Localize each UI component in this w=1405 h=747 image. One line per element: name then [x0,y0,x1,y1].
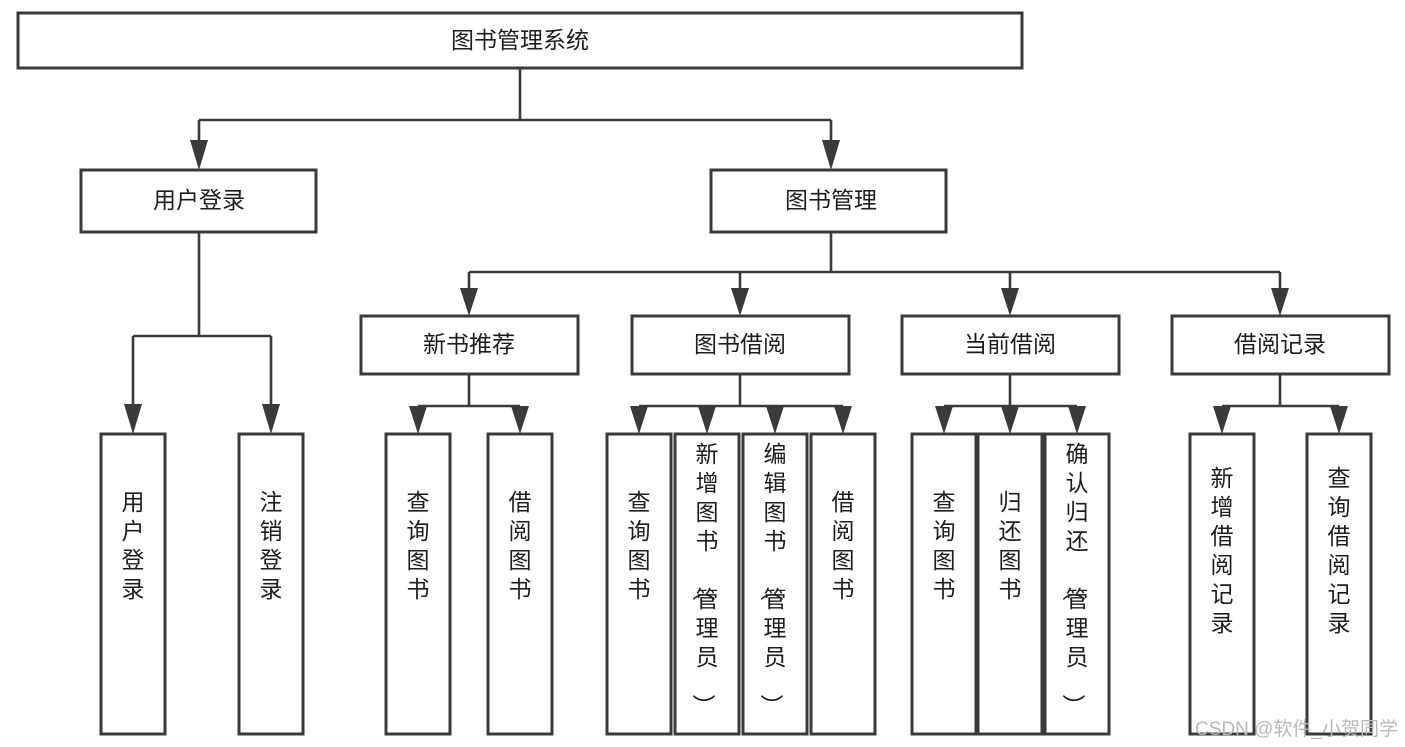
node-leaf-query-book-3[interactable]: 查询图书 [910,432,978,736]
arrowhead-leaf-query-record [1330,406,1348,434]
arrowhead-leaf-logout-login [262,404,280,434]
node-book-borrow-box[interactable] [630,314,851,376]
node-book-manage-label: 图书管理 [785,187,877,213]
node-leaf-query-record-box[interactable] [1305,432,1373,736]
node-new-book-rec[interactable]: 新书推荐 [359,314,580,376]
node-leaf-logout-login-box[interactable] [237,432,305,736]
node-book-manage-box[interactable] [709,168,948,234]
node-leaf-add-record-box[interactable] [1188,432,1256,736]
csdn-watermark: CSDN @软件_小贺同学 [1195,718,1398,740]
node-leaf-borrow-book-2-box[interactable] [809,432,877,736]
node-leaf-add-record-label: 新增借阅记录 [1211,465,1234,636]
node-leaf-borrow-book-2[interactable]: 借阅图书 [809,432,877,736]
arrowhead-current-borrow [1001,288,1019,316]
node-leaf-query-book-2-label: 查询图书 [628,489,651,602]
node-leaf-borrow-book-2-label: 借阅图书 [832,489,855,602]
arrowhead-borrow-record [1271,288,1289,316]
node-leaf-borrow-book-1-label: 借阅图书 [509,489,532,602]
arrowhead-book-borrow [731,288,749,316]
arrowhead-leaf-add-book [698,406,716,434]
node-leaf-query-book-3-box[interactable] [910,432,978,736]
node-leaf-user-login-label: 用户登录 [122,489,145,602]
arrowhead-user-login [190,140,208,170]
arrowhead-leaf-return-book [1001,406,1019,434]
node-leaf-return-book[interactable]: 归还图书 [976,432,1044,736]
arrowhead-leaf-confirm-return [1068,406,1086,434]
node-leaf-confirm-return[interactable]: 确认归还（管理员） [1043,432,1111,736]
node-leaf-add-book-box[interactable] [673,432,741,736]
edges-layer [124,68,1348,434]
node-leaf-query-book-3-label: 查询图书 [933,489,956,602]
node-user-login-label: 用户登录 [153,187,245,213]
node-leaf-edit-book[interactable]: 编辑图书（管理员） [741,432,809,736]
node-leaf-add-record[interactable]: 新增借阅记录 [1188,432,1256,736]
arrowhead-leaf-edit-book [766,406,784,434]
arrowhead-new-book-rec [460,288,478,316]
arrowhead-leaf-add-record [1213,406,1231,434]
node-leaf-edit-book-box[interactable] [741,432,809,736]
node-leaf-query-book-1-box[interactable] [384,432,452,736]
node-leaf-user-login-box[interactable] [99,432,167,736]
node-leaf-add-book[interactable]: 新增图书（管理员） [673,432,741,736]
node-leaf-edit-book-label: 编辑图书（管理员） [759,441,787,717]
arrowhead-leaf-borrow-book-1 [511,406,529,434]
node-current-borrow-label: 当前借阅 [964,331,1056,357]
arrowhead-leaf-query-book-1 [409,406,427,434]
node-leaf-borrow-book-1-box[interactable] [486,432,554,736]
node-root[interactable]: 图书管理系统 [16,11,1024,70]
node-leaf-logout-login[interactable]: 注销登录 [237,432,305,736]
node-leaf-confirm-return-box[interactable] [1043,432,1111,736]
node-leaf-confirm-return-label: 确认归还（管理员） [1061,441,1089,717]
node-borrow-record[interactable]: 借阅记录 [1170,314,1391,376]
node-leaf-return-book-box[interactable] [976,432,1044,736]
node-book-manage[interactable]: 图书管理 [709,168,948,234]
arrowhead-book-manage [822,140,840,170]
node-book-borrow-label: 图书借阅 [694,331,786,357]
node-leaf-query-book-2[interactable]: 查询图书 [605,432,673,736]
node-leaf-borrow-book-1[interactable]: 借阅图书 [486,432,554,736]
node-leaf-user-login[interactable]: 用户登录 [99,432,167,736]
arrowhead-leaf-query-book-2 [630,406,648,434]
node-leaf-query-book-2-box[interactable] [605,432,673,736]
node-leaf-return-book-label: 归还图书 [999,489,1022,602]
node-book-borrow[interactable]: 图书借阅 [630,314,851,376]
node-borrow-record-box[interactable] [1170,314,1391,376]
node-current-borrow-box[interactable] [900,314,1121,376]
node-root-box[interactable] [16,11,1024,70]
node-leaf-add-book-label: 新增图书（管理员） [691,441,719,717]
node-leaf-query-record-label: 查询借阅记录 [1328,465,1351,636]
node-user-login[interactable]: 用户登录 [79,168,318,234]
node-leaf-query-record[interactable]: 查询借阅记录 [1305,432,1373,736]
arrowhead-leaf-borrow-book-2 [834,406,852,434]
node-borrow-record-label: 借阅记录 [1234,331,1326,357]
node-leaf-logout-login-label: 注销登录 [260,489,283,602]
node-current-borrow[interactable]: 当前借阅 [900,314,1121,376]
node-leaf-query-book-1-label: 查询图书 [407,489,430,602]
arrowhead-leaf-user-login [124,404,142,434]
node-new-book-rec-label: 新书推荐 [423,331,515,357]
node-root-label: 图书管理系统 [451,27,589,53]
arrowhead-leaf-query-book-3 [935,406,953,434]
node-leaf-query-book-1[interactable]: 查询图书 [384,432,452,736]
node-user-login-box[interactable] [79,168,318,234]
node-new-book-rec-box[interactable] [359,314,580,376]
